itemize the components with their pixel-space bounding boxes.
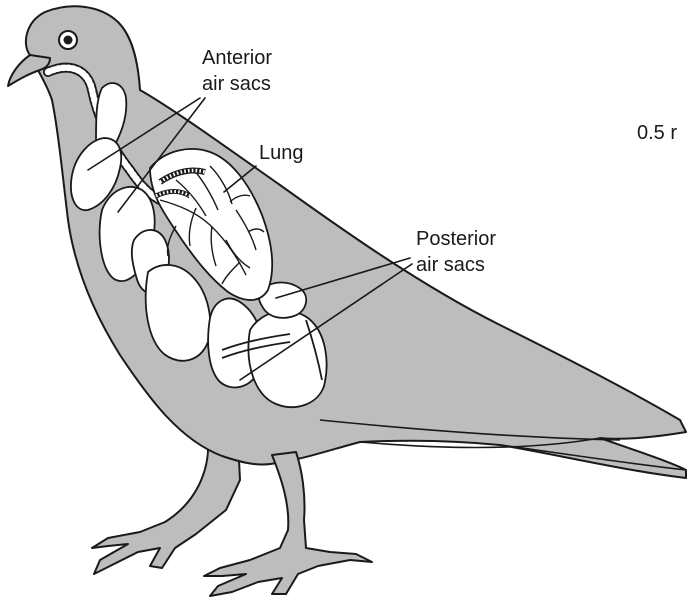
label-posterior-line2: air sacs: [416, 254, 485, 276]
label-lung: Lung: [259, 142, 304, 164]
label-anterior-line1: Anterior: [202, 47, 272, 69]
pigeon-eye: [59, 31, 77, 49]
label-scale-fragment: 0.5 r: [637, 122, 677, 144]
label-posterior-line1: Posterior: [416, 228, 496, 250]
label-anterior-line2: air sacs: [202, 73, 271, 95]
